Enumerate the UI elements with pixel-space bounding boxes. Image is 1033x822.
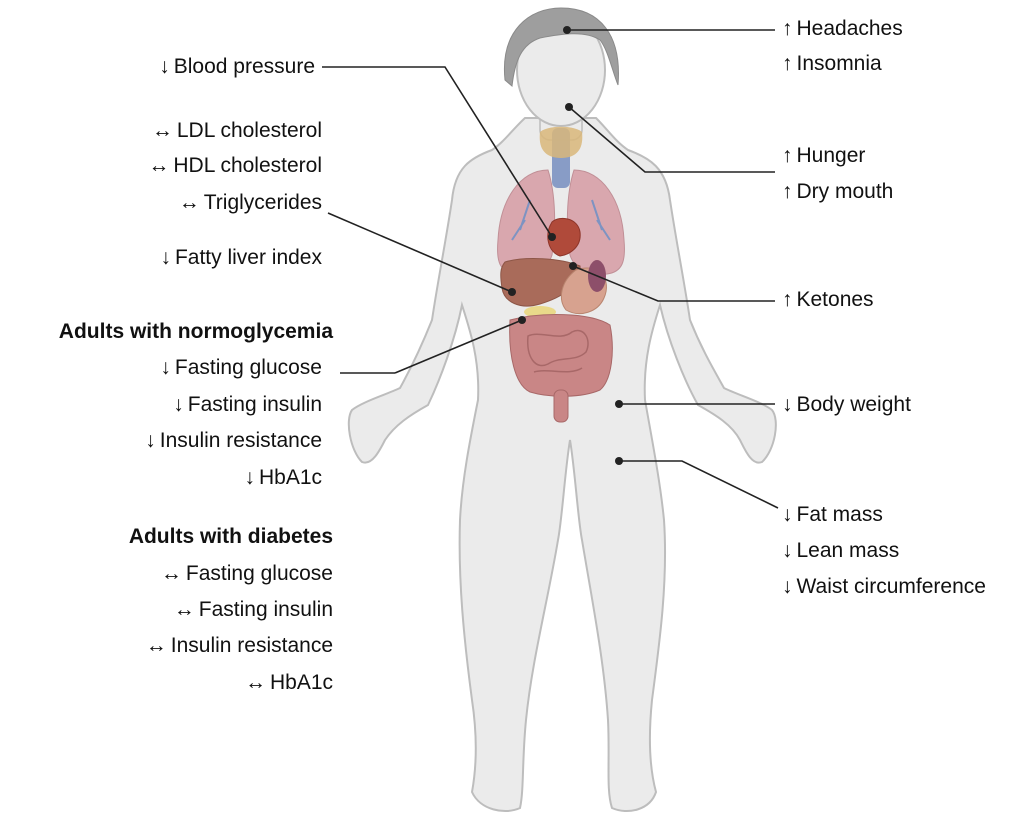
label-fatty-liver-index: ↓Fatty liver index [160,246,322,270]
label-hdl-cholesterol: ↔HDL cholesterol [148,154,322,178]
label-normo-hba1c: ↓HbA1c [244,466,322,490]
label-ketones: ↑Ketones [782,288,874,312]
label-diab-insulin-resistance: ↔Insulin resistance [146,634,333,658]
label-body-weight: ↓Body weight [782,393,911,417]
label-waist-circumference: ↓Waist circumference [782,575,986,599]
label-hunger: ↑Hunger [782,144,865,168]
label-normo-fasting-insulin: ↓Fasting insulin [173,393,322,417]
label-blood-pressure: ↓Blood pressure [159,55,315,79]
label-diab-fasting-glucose: ↔Fasting glucose [161,562,333,586]
label-ldl-cholesterol: ↔LDL cholesterol [152,119,322,143]
label-fat-mass: ↓Fat mass [782,503,883,527]
label-insomnia: ↑Insomnia [782,52,882,76]
label-diab-hba1c: ↔HbA1c [245,671,333,695]
label-dry-mouth: ↑Dry mouth [782,180,893,204]
label-normo-fasting-glucose: ↓Fasting glucose [160,356,322,380]
label-normo-insulin-resistance: ↓Insulin resistance [145,429,322,453]
heading-normoglycemia: Adults with normoglycemia [59,320,333,344]
label-lean-mass: ↓Lean mass [782,539,899,563]
label-triglycerides: ↔Triglycerides [179,191,322,215]
label-diab-fasting-insulin: ↔Fasting insulin [174,598,333,622]
heading-diabetes: Adults with diabetes [129,525,333,549]
label-headaches: ↑Headaches [782,17,903,41]
